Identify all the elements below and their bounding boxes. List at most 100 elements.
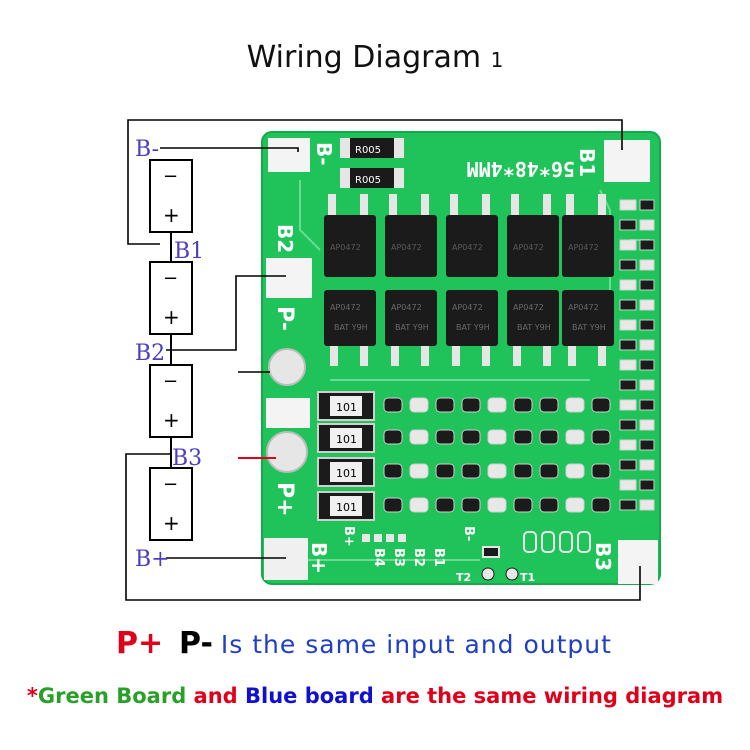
mosfet-bottom-marking: AP0472 (391, 303, 422, 312)
resistor-r005-label: R005 (355, 145, 381, 156)
smd-part (523, 531, 537, 553)
smd-part (513, 429, 533, 445)
note-green-board: Green Board (37, 684, 187, 708)
mosfet-top-marking: AP0472 (330, 243, 361, 252)
smd-part (619, 459, 637, 471)
smd-part (639, 479, 655, 491)
smd-part (639, 459, 655, 471)
mosfet-lead (543, 346, 551, 366)
mosfet-lead (482, 194, 490, 216)
smd-part (577, 531, 591, 553)
smd-part (539, 397, 559, 413)
header-pin (374, 534, 382, 542)
mosfet-top-marking: AP0472 (568, 243, 599, 252)
smd-part (461, 463, 481, 479)
smd-part (513, 397, 533, 413)
note-rest: are the same wiring diagram (373, 684, 724, 708)
mosfet-bottom-5 (562, 290, 614, 346)
mosfet-bottom-1 (324, 290, 376, 346)
mosfet-bottom-2 (385, 290, 437, 346)
smd-part (619, 299, 637, 311)
label-b3: B3 (172, 446, 202, 471)
pad-b-minus-label: B- (312, 142, 336, 166)
note-and: and (186, 684, 246, 708)
smd-part (541, 531, 555, 553)
smd-part (619, 319, 637, 331)
pad-p-minus (268, 348, 306, 386)
mosfet-bottom-marking-2: BAT Y9H (572, 323, 606, 332)
mosfet-top-marking: AP0472 (391, 243, 422, 252)
mini-label: B2 (411, 548, 426, 567)
current-sense-resistors: R005 R005 (340, 138, 404, 188)
mosfet-bottom-marking-2: BAT Y9H (334, 323, 368, 332)
smd-part (619, 439, 637, 451)
t1-pad (505, 567, 519, 581)
cell-plus-mark: + (163, 511, 180, 535)
mosfet-lead (421, 346, 429, 366)
mosfet-bottom-marking: AP0472 (330, 303, 361, 312)
smd-part (383, 397, 403, 413)
smd-part (539, 463, 559, 479)
smd-part (565, 429, 585, 445)
resistor-body (330, 396, 362, 416)
mosfet-bottom-marking: AP0472 (568, 303, 599, 312)
side-components (523, 199, 655, 553)
smd-part (639, 219, 655, 231)
mosfet-lead (389, 194, 397, 216)
test-pads (266, 398, 310, 428)
smd-part (435, 397, 455, 413)
smd-part (639, 359, 655, 371)
smd-part (639, 379, 655, 391)
resistor-101-label: 101 (336, 433, 357, 446)
note-blue-board: Blue board (245, 684, 374, 708)
smd-part (639, 499, 655, 511)
cell-plus-mark: + (163, 408, 180, 432)
note-p-minus: P- (179, 626, 213, 661)
pad-b1 (604, 140, 650, 182)
mini-label: B1 (431, 548, 446, 567)
note-p-plus: P+ (116, 626, 164, 661)
mosfet-lead (421, 194, 429, 216)
mosfet-top-2 (385, 215, 437, 277)
resistor-101-label: 101 (336, 401, 357, 414)
cell-4 (149, 467, 193, 541)
mosfet-lead (566, 194, 574, 216)
smd-part (639, 299, 655, 311)
pad-b3-label: B3 (591, 542, 615, 571)
wire-b1 (127, 119, 623, 245)
smd-part (619, 259, 637, 271)
smd-part (639, 339, 655, 351)
smd-part (639, 319, 655, 331)
pad-p-plus-label: P+ (272, 482, 297, 517)
note-board-colors: *Green Board and Blue board are the same… (0, 684, 750, 708)
mosfet-lead (391, 346, 399, 366)
cell-polarity-marks: −+−+−+−+ (163, 166, 180, 535)
mosfet-top-4 (507, 215, 559, 277)
header-pin (386, 534, 394, 542)
pad-b-minus (268, 138, 310, 172)
smd-part (591, 463, 611, 479)
mosfet-bottom-marking: AP0472 (513, 303, 544, 312)
smd-part (383, 429, 403, 445)
pad-b2-label: B2 (273, 224, 297, 253)
smd-part (539, 497, 559, 513)
smd-part (435, 463, 455, 479)
t2-label: T2 (456, 571, 471, 584)
resistor-body (330, 462, 362, 482)
smd-part (487, 429, 507, 445)
smd-part (619, 359, 637, 371)
pad-b-plus-label: B+ (307, 542, 331, 574)
bms-board: B- B1 B2 P- P+ B+ B3 56*48*4MM R005 R005… (261, 131, 661, 585)
smd-part (619, 199, 637, 211)
title-text: Wiring Diagram (246, 40, 482, 75)
smd-part (513, 497, 533, 513)
mosfet-bottom-marking-2: BAT Y9H (456, 323, 490, 332)
mosfet-lead (598, 346, 606, 366)
label-b2: B2 (135, 341, 165, 366)
mosfet-bottom-3 (446, 290, 498, 346)
mosfet-bottom-marking-2: BAT Y9H (395, 323, 429, 332)
header-pin (398, 534, 406, 542)
thermistor-chip (482, 546, 500, 558)
